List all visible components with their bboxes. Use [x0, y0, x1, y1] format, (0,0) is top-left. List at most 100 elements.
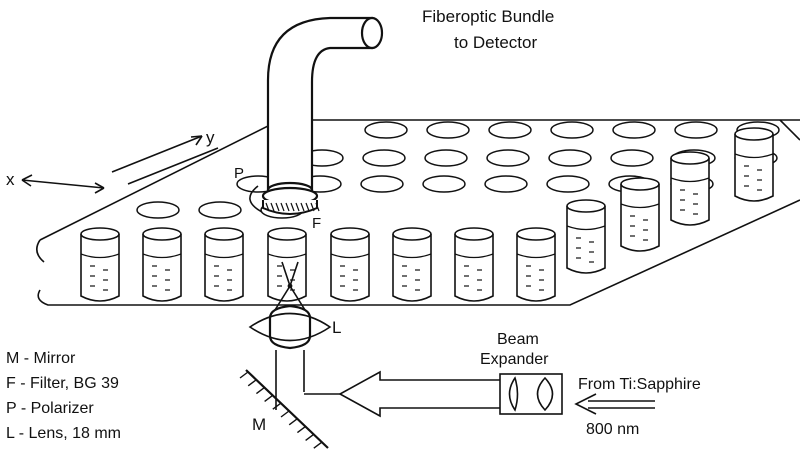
filter-hatch-line	[280, 202, 285, 212]
mirror-label: M	[252, 415, 266, 434]
liquid-surface	[80, 253, 120, 259]
plate-hole	[362, 149, 406, 167]
filter-hatch-line	[300, 202, 305, 212]
well-body	[454, 234, 494, 302]
filter-ring	[262, 200, 318, 215]
well	[734, 127, 774, 202]
beam-expander-label-1: Beam	[497, 331, 539, 348]
mirror-hatch-line	[296, 426, 306, 434]
laser-arrowhead	[574, 393, 597, 415]
mirror-hatch-line	[288, 418, 298, 426]
liquid-surface	[142, 253, 182, 259]
liquid-surface	[392, 253, 432, 259]
polarizer-label: P	[234, 165, 244, 182]
plate-bottom-edge	[37, 199, 800, 306]
filter-hatch-line	[265, 202, 270, 212]
filter-hatch	[265, 202, 320, 212]
filter-hatch-line	[310, 202, 315, 212]
laser-source-label: From Ti:Sapphire	[578, 376, 701, 393]
mirror-hatch-line	[255, 387, 265, 395]
well	[620, 177, 660, 252]
fiber-title-line-1: Fiberoptic Bundle	[422, 7, 554, 26]
liquid-surface	[670, 177, 710, 183]
well	[204, 227, 244, 302]
y-axis-arrow-2	[127, 147, 219, 185]
liquid-surface	[204, 253, 244, 259]
plate-hole	[424, 149, 468, 167]
well	[80, 227, 120, 302]
plate-hole	[550, 121, 594, 139]
plate-hole	[426, 121, 470, 139]
lens-body	[268, 304, 312, 350]
well-rim	[454, 227, 494, 241]
filter-hatch-line	[285, 202, 290, 212]
plate-hole	[610, 149, 654, 167]
mirror-surface	[245, 369, 329, 449]
plate-hole	[548, 149, 592, 167]
well-rim	[734, 127, 774, 141]
filter-label: F	[312, 215, 321, 232]
filter-hatch-line	[315, 202, 320, 212]
plate-hole	[612, 121, 656, 139]
x-arrowhead-right	[94, 182, 105, 194]
plate-hole	[674, 121, 718, 139]
filter-hatch-line	[305, 202, 310, 212]
wavelength-label: 800 nm	[586, 421, 639, 438]
plate-hole	[198, 201, 242, 219]
legend-item-filter: F - Filter, BG 39	[6, 375, 119, 392]
x-axis-label: x	[6, 170, 15, 189]
mirror-hatch-line	[272, 402, 282, 410]
well-rim	[330, 227, 370, 241]
well-rim	[392, 227, 432, 241]
legend-item-mirror: M - Mirror	[6, 350, 76, 367]
mirror-hatch-line	[313, 441, 323, 449]
well-body	[204, 234, 244, 302]
liquid-surface	[516, 253, 556, 259]
well-body	[142, 234, 182, 302]
liquid-surface	[267, 253, 307, 259]
plate-right-edge	[779, 119, 800, 141]
well-rim	[516, 227, 556, 241]
microplate	[36, 119, 800, 306]
well-rim	[267, 227, 307, 241]
plate-hole	[546, 175, 590, 193]
well	[330, 227, 370, 302]
well-rim	[620, 177, 660, 191]
fiber-title-line-2: to Detector	[454, 33, 537, 52]
plate-wells	[80, 127, 774, 302]
well	[516, 227, 556, 302]
well-rim	[566, 199, 606, 213]
fiberoptic-bundle	[249, 16, 384, 215]
filter-hatch-line	[290, 202, 295, 212]
legend: M - Mirror F - Filter, BG 39 P - Polariz…	[6, 350, 121, 442]
mirror-hatch	[239, 371, 323, 449]
plate-hole	[364, 121, 408, 139]
well-rim	[670, 151, 710, 165]
well-body	[670, 158, 710, 226]
legend-item-lens: L - Lens, 18 mm	[6, 425, 121, 442]
well-body	[80, 234, 120, 302]
plate-hole	[136, 201, 180, 219]
y-axis-label: y	[206, 128, 215, 147]
plate-hole	[488, 121, 532, 139]
plate-hole	[360, 175, 404, 193]
x-axis-arrow	[21, 179, 105, 189]
focus-beam	[269, 261, 311, 319]
emission-cone	[281, 261, 299, 289]
well-body	[620, 184, 660, 252]
legend-item-polarizer: P - Polarizer	[6, 400, 94, 417]
plate-front-corner	[36, 239, 45, 263]
beam-expander-label-2: Expander	[480, 351, 549, 368]
filter-hatch-line	[295, 202, 300, 212]
expanded-beam	[304, 370, 500, 418]
well-body	[566, 206, 606, 274]
fiber-tube	[266, 16, 374, 192]
well-rim	[204, 227, 244, 241]
liquid-surface	[454, 253, 494, 259]
translation-axes: x y	[6, 128, 219, 194]
expander-lens-1	[508, 376, 519, 412]
mirror-hatch-line	[305, 433, 315, 441]
filter-hatch-line	[270, 202, 275, 212]
well-body	[330, 234, 370, 302]
